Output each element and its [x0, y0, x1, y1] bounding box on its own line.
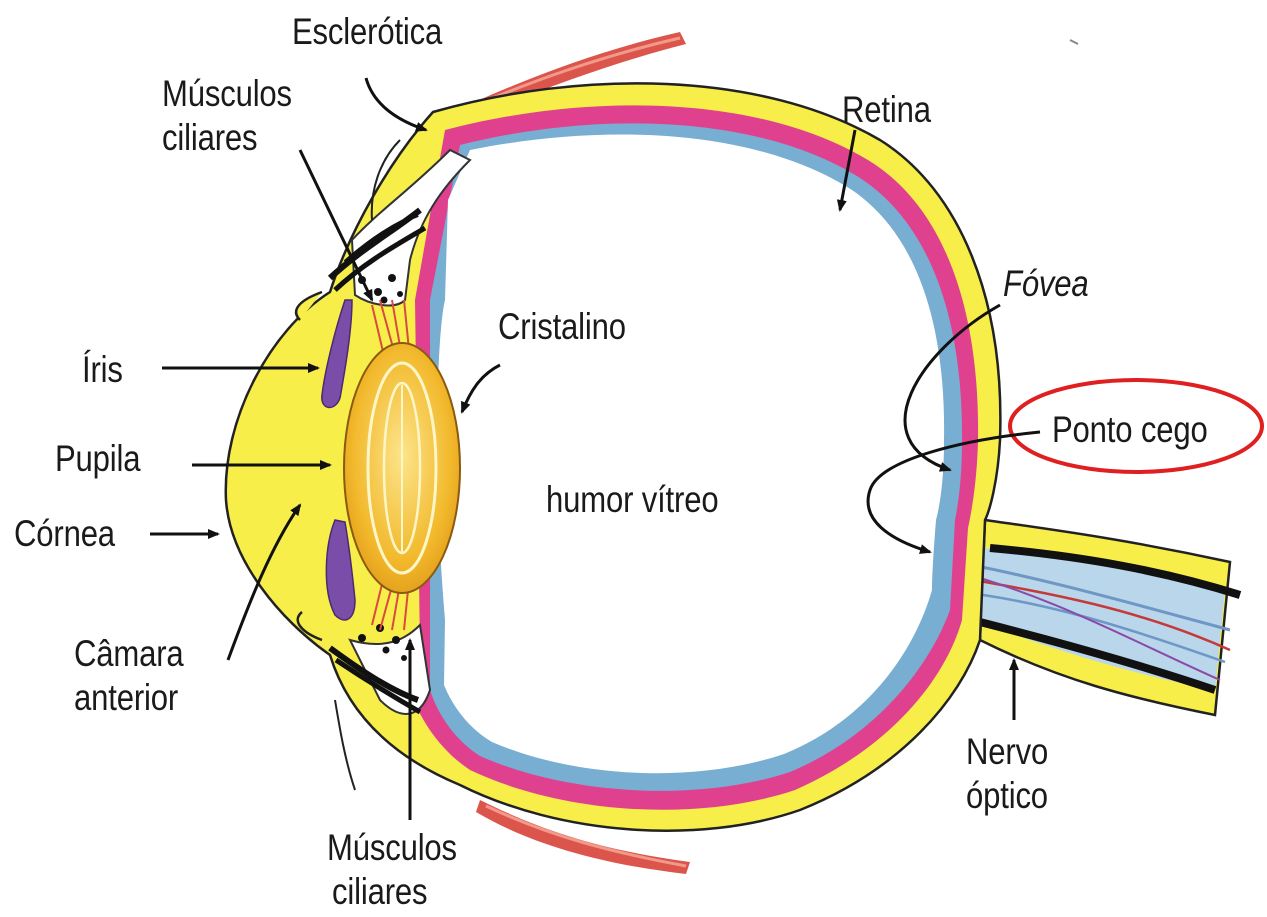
label-nervo-line2: óptico	[966, 774, 1048, 818]
label-musculos-top-line1: Músculos	[162, 72, 292, 116]
label-nervo-line1: Nervo	[966, 730, 1048, 774]
label-nervo-optico: Nervo óptico	[966, 730, 1048, 818]
label-musculos-top-line2: ciliares	[162, 116, 292, 160]
label-fovea: Fóvea	[1003, 262, 1089, 306]
label-musculos-ciliares-top: Músculos ciliares	[162, 72, 292, 160]
label-pupila: Pupila	[55, 437, 140, 481]
arrow-esclerotica	[366, 78, 426, 130]
label-musculos-bottom-line1: Músculos	[327, 826, 457, 870]
label-camara-anterior: Câmara anterior	[74, 632, 184, 720]
label-iris: Íris	[82, 348, 123, 392]
lens	[344, 343, 460, 593]
label-musculos-ciliares-bottom: Músculos ciliares	[327, 826, 457, 914]
label-retina: Retina	[842, 88, 931, 132]
label-ponto-cego: Ponto cego	[1052, 408, 1208, 452]
label-cristalino: Cristalino	[498, 305, 626, 349]
label-musculos-bottom-line2: ciliares	[327, 870, 457, 914]
label-cornea: Córnea	[14, 512, 115, 556]
label-esclerotica: Esclerótica	[292, 10, 442, 54]
vitreous-body	[437, 135, 944, 774]
label-humor-vitreo: humor vítreo	[546, 478, 718, 522]
label-camara-line1: Câmara	[74, 632, 184, 676]
label-camara-line2: anterior	[74, 676, 184, 720]
